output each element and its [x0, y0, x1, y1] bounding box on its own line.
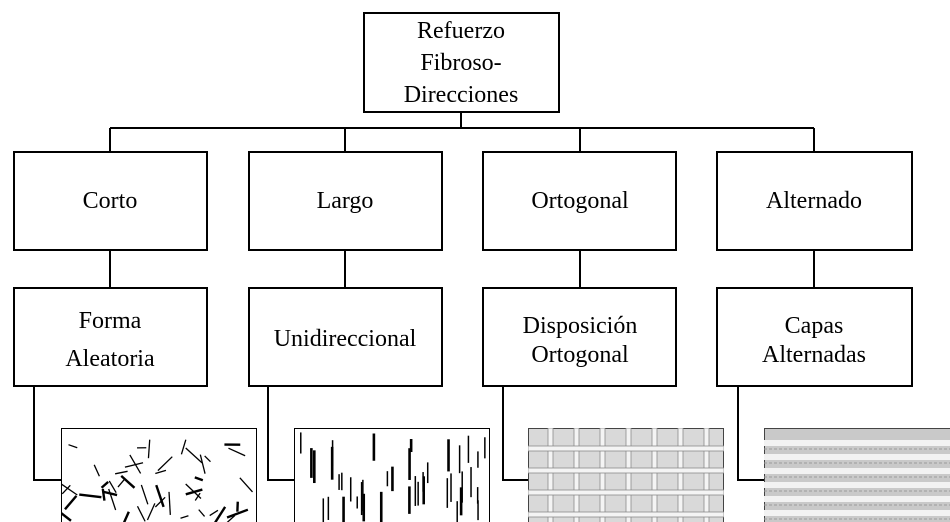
- grid-fiber: [677, 428, 684, 522]
- detail-box-disposicion-ortogonal: Disposición Ortogonal: [482, 287, 677, 387]
- fiber-mark: [147, 439, 151, 459]
- fiber-mark: [117, 478, 126, 488]
- grid-fiber: [528, 489, 724, 496]
- detail-box-forma-aleatoria: Forma Aleatoria: [13, 287, 208, 387]
- fiber-mark: [154, 496, 166, 508]
- layer-band: [764, 482, 950, 488]
- category-box-alternado: Alternado: [716, 151, 913, 251]
- grid-fiber: [528, 445, 724, 452]
- fiber-mark: [180, 439, 187, 455]
- fiber-mark: [199, 454, 206, 474]
- fiber-mark: [204, 455, 211, 463]
- category-label: Corto: [83, 188, 138, 214]
- grid-fiber: [703, 428, 710, 522]
- layer-band: [764, 468, 950, 474]
- fiber-mark: [214, 506, 227, 522]
- detail-line-1: Capas: [785, 313, 844, 339]
- connectors: [33, 112, 815, 481]
- fiber-mark: [136, 505, 146, 522]
- fiber-mark: [146, 503, 156, 521]
- detail-line-1: Forma: [79, 308, 142, 334]
- detail-line-2: Alternadas: [762, 342, 866, 368]
- alternating-layers-image: [764, 428, 950, 522]
- grid-fiber: [625, 428, 632, 522]
- category-label: Largo: [317, 188, 374, 214]
- elbow-corto: [33, 386, 61, 481]
- fiber-mark: [61, 484, 71, 495]
- fiber-mark: [102, 490, 118, 497]
- fiber-mark: [180, 515, 189, 519]
- layer-band: [764, 510, 950, 516]
- fiber-mark: [114, 470, 128, 475]
- fiber-mark: [140, 484, 149, 505]
- fiber-mark: [61, 512, 72, 522]
- grid-fiber: [599, 428, 606, 522]
- grid-fiber: [651, 428, 658, 522]
- layer-band: [764, 440, 950, 446]
- fiber-mark: [93, 464, 100, 477]
- orthogonal-grid-image: [528, 428, 724, 522]
- elbow-ortogonal: [502, 386, 528, 481]
- detail-line-1: Disposición: [523, 313, 638, 339]
- detail-line-2: Ortogonal: [531, 342, 629, 368]
- category-label: Alternado: [766, 188, 862, 214]
- category-box-largo: Largo: [248, 151, 443, 251]
- detail-box-unidireccional: Unidireccional: [248, 287, 443, 387]
- grid-fiber: [573, 428, 580, 522]
- grid-fiber: [528, 511, 724, 518]
- fiber-mark: [120, 474, 136, 489]
- category-box-corto: Corto: [13, 151, 208, 251]
- fiber-mark: [194, 476, 204, 482]
- fiber-mark: [155, 484, 165, 508]
- layer-band: [764, 454, 950, 460]
- grid-fiber: [547, 428, 554, 522]
- unidirectional-long-fibers-image: [294, 428, 490, 522]
- elbow-largo: [267, 386, 294, 481]
- fiber-mark: [100, 480, 109, 489]
- fiber-mark: [101, 488, 106, 501]
- fiber-mark: [155, 469, 167, 475]
- category-box-ortogonal: Ortogonal: [482, 151, 677, 251]
- detail-line-1: Unidireccional: [274, 326, 417, 352]
- root-line-2: Fibroso-: [420, 50, 501, 76]
- root-line-1: Refuerzo: [417, 18, 505, 44]
- fiber-mark: [185, 447, 203, 464]
- category-label: Ortogonal: [531, 188, 629, 214]
- elbow-alternado: [737, 386, 764, 481]
- detail-line-2: Aleatoria: [65, 346, 155, 372]
- fiber-mark: [226, 515, 236, 522]
- fiber-mark: [239, 477, 253, 493]
- fiber-mark: [228, 447, 246, 457]
- fiber-mark: [198, 509, 206, 517]
- grid-fiber: [528, 467, 724, 474]
- fiber-mark: [79, 493, 102, 499]
- fiber-mark: [108, 480, 117, 494]
- detail-box-capas-alternadas: Capas Alternadas: [716, 287, 913, 387]
- fiber-mark: [122, 511, 130, 522]
- fiber-mark: [194, 492, 201, 501]
- fiber-mark: [68, 444, 78, 449]
- fiber-mark: [124, 462, 144, 468]
- fiber-mark: [157, 456, 173, 472]
- fiber-mark: [209, 509, 219, 517]
- random-short-fibers-image: [61, 428, 257, 522]
- fiber-mark: [168, 491, 171, 516]
- fiber-mark: [64, 495, 78, 511]
- fiber-mark: [226, 508, 249, 519]
- root-line-3: Direcciones: [404, 82, 519, 108]
- fiber-mark: [61, 483, 78, 496]
- layer-band: [764, 496, 950, 502]
- fiber-mark: [185, 488, 203, 496]
- root-box: Refuerzo Fibroso- Direcciones: [363, 12, 560, 113]
